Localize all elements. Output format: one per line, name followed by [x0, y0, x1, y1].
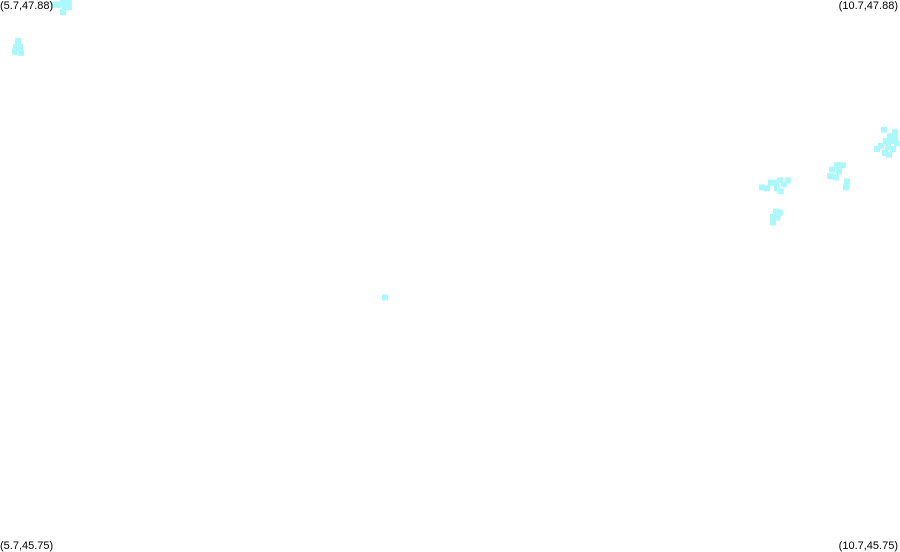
map-marker[interactable]: [767, 179, 774, 186]
map-marker[interactable]: [60, 0, 66, 6]
map-marker[interactable]: [769, 219, 776, 226]
map-marker[interactable]: [18, 49, 25, 56]
map-marker[interactable]: [17, 43, 23, 50]
map-marker[interactable]: [844, 178, 851, 185]
map-marker[interactable]: [832, 174, 839, 181]
map-marker[interactable]: [776, 209, 783, 216]
map-marker[interactable]: [13, 43, 19, 50]
map-marker[interactable]: [62, 4, 68, 11]
map-marker[interactable]: [65, 4, 72, 11]
corner-coordinate-bottom-left: (5.7,45.75): [0, 540, 54, 552]
map-marker[interactable]: [758, 184, 765, 191]
map-marker[interactable]: [834, 162, 840, 169]
map-marker[interactable]: [883, 138, 889, 144]
map-marker[interactable]: [836, 168, 842, 175]
map-marker[interactable]: [877, 142, 884, 149]
map-marker[interactable]: [773, 208, 779, 215]
corner-coordinate-bottom-right: (10.7,45.75): [838, 540, 898, 552]
map-marker[interactable]: [15, 37, 21, 44]
map-marker[interactable]: [890, 146, 896, 152]
corner-coordinate-top-left: (5.7,47.88): [0, 0, 54, 12]
map-marker[interactable]: [382, 294, 388, 301]
map-marker[interactable]: [829, 166, 835, 173]
map-marker[interactable]: [884, 143, 891, 150]
map-marker[interactable]: [769, 213, 776, 220]
map-marker[interactable]: [784, 177, 791, 184]
map-marker[interactable]: [764, 185, 770, 192]
map-marker[interactable]: [773, 179, 779, 186]
corner-coordinate-top-right: (10.7,47.88): [838, 0, 898, 12]
marker-layer: [11, 0, 900, 301]
map-marker[interactable]: [892, 129, 898, 136]
map-marker[interactable]: [65, 0, 72, 6]
map-marker[interactable]: [843, 184, 849, 191]
map-marker[interactable]: [51, 1, 57, 8]
map-marker[interactable]: [886, 133, 893, 140]
map-marker[interactable]: [827, 173, 833, 180]
map-marker[interactable]: [780, 181, 787, 188]
map-marker[interactable]: [839, 162, 846, 169]
map-marker[interactable]: [60, 9, 66, 16]
map-marker[interactable]: [874, 146, 880, 152]
map-marker[interactable]: [56, 1, 62, 8]
map-marker[interactable]: [881, 149, 888, 156]
map-marker[interactable]: [773, 185, 780, 192]
map-marker[interactable]: [11, 48, 18, 55]
map-marker[interactable]: [892, 135, 898, 142]
map-marker[interactable]: [777, 188, 784, 195]
map-marker[interactable]: [888, 138, 894, 144]
map-marker[interactable]: [773, 214, 780, 221]
map-marker[interactable]: [886, 151, 893, 158]
map-marker[interactable]: [881, 126, 887, 133]
map-marker[interactable]: [776, 177, 783, 184]
map-marker[interactable]: [893, 140, 900, 147]
